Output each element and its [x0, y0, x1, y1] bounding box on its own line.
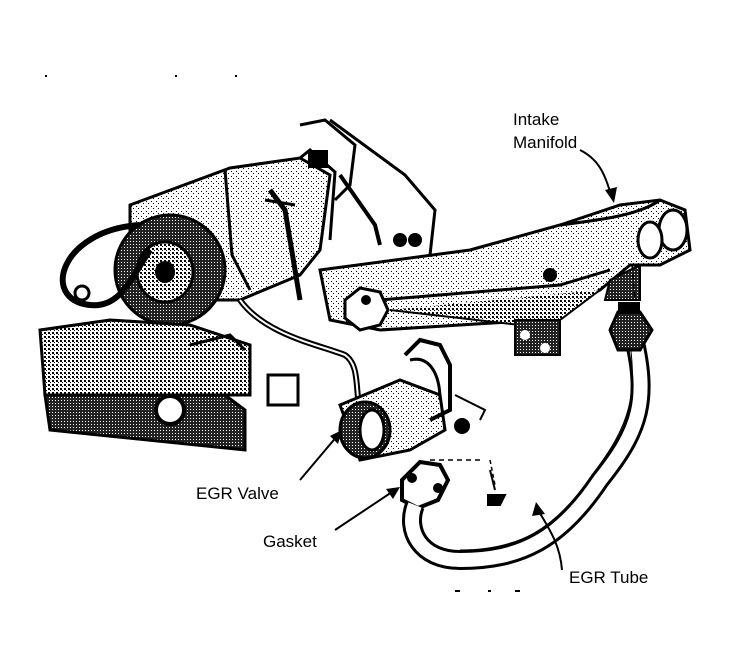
egr-valve-label: EGR Valve	[196, 484, 279, 503]
front-cover-pulley	[113, 213, 227, 327]
gasket-label: Gasket	[263, 532, 317, 551]
vacuum-hose	[59, 222, 153, 309]
egr-valve	[338, 337, 487, 462]
scan-marks	[45, 75, 520, 592]
engine-bracket	[38, 318, 300, 452]
egr-gasket	[400, 459, 480, 511]
intake-manifold	[318, 198, 692, 356]
intake-manifold-label-line2: Manifold	[513, 133, 578, 152]
egr-tube-label: EGR Tube	[569, 568, 649, 587]
throttle-linkage	[264, 118, 437, 301]
leader-lines	[299, 149, 617, 571]
manifold-nut	[343, 286, 390, 332]
vacuum-line	[237, 298, 363, 411]
intake-manifold-label-line1: Intake	[513, 110, 560, 129]
egr-tube	[402, 264, 654, 571]
